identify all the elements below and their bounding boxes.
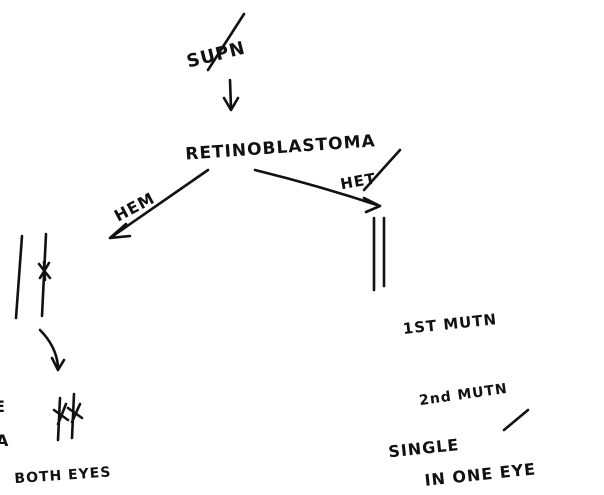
edge-fragment-2: A	[0, 431, 9, 450]
left-mutation-mark	[37, 260, 52, 282]
left-chromosome-1	[14, 234, 24, 320]
both-eyes-mutation-marks	[52, 392, 84, 442]
edge-fragment-1: E	[0, 397, 6, 416]
left-outcome-label: BOTH EYES	[14, 464, 112, 487]
top-down-arrow	[222, 78, 240, 112]
left-branch-arrow	[108, 168, 210, 240]
right-outcome-line-1: SINGLE	[387, 435, 460, 461]
right-outcome-strike	[502, 408, 530, 432]
right-outcome-line-2: IN ONE EYE	[424, 459, 537, 490]
right-branch-label-strike	[362, 148, 402, 192]
right-note-1: 1ST MUTN	[402, 310, 498, 338]
right-note-2: 2nd MUTN	[418, 381, 509, 409]
left-down-arrow	[38, 328, 66, 372]
center-label: RETINOBLASTOMA	[185, 131, 377, 164]
right-branch-arrow	[253, 168, 382, 214]
top-label-strike	[206, 12, 246, 72]
